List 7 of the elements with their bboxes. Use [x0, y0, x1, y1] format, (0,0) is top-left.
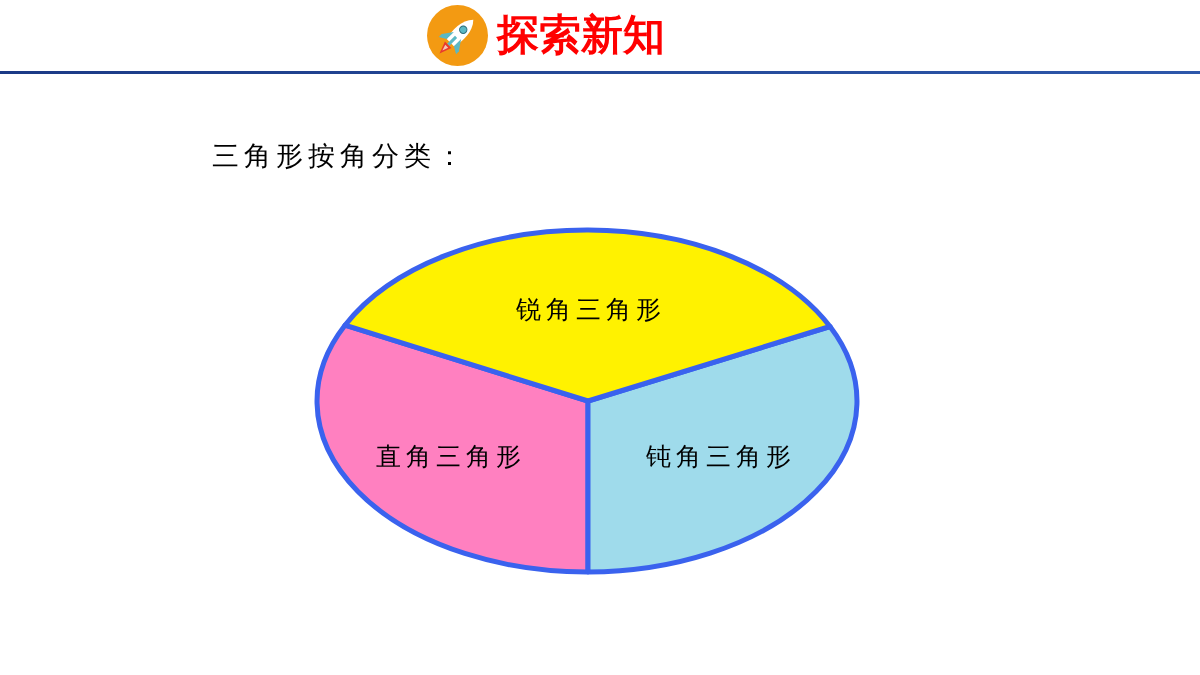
sector-label: 直角三角形 — [374, 442, 526, 472]
section-title: 探索新知 — [497, 10, 665, 60]
ellipse-sector — [341, 226, 835, 405]
ellipse-sector — [314, 321, 590, 576]
heading-text: 三角形按角分类： — [212, 140, 468, 173]
sector-label: 锐角三角形 — [514, 295, 666, 325]
sector-label: 钝角三角形 — [644, 442, 796, 472]
